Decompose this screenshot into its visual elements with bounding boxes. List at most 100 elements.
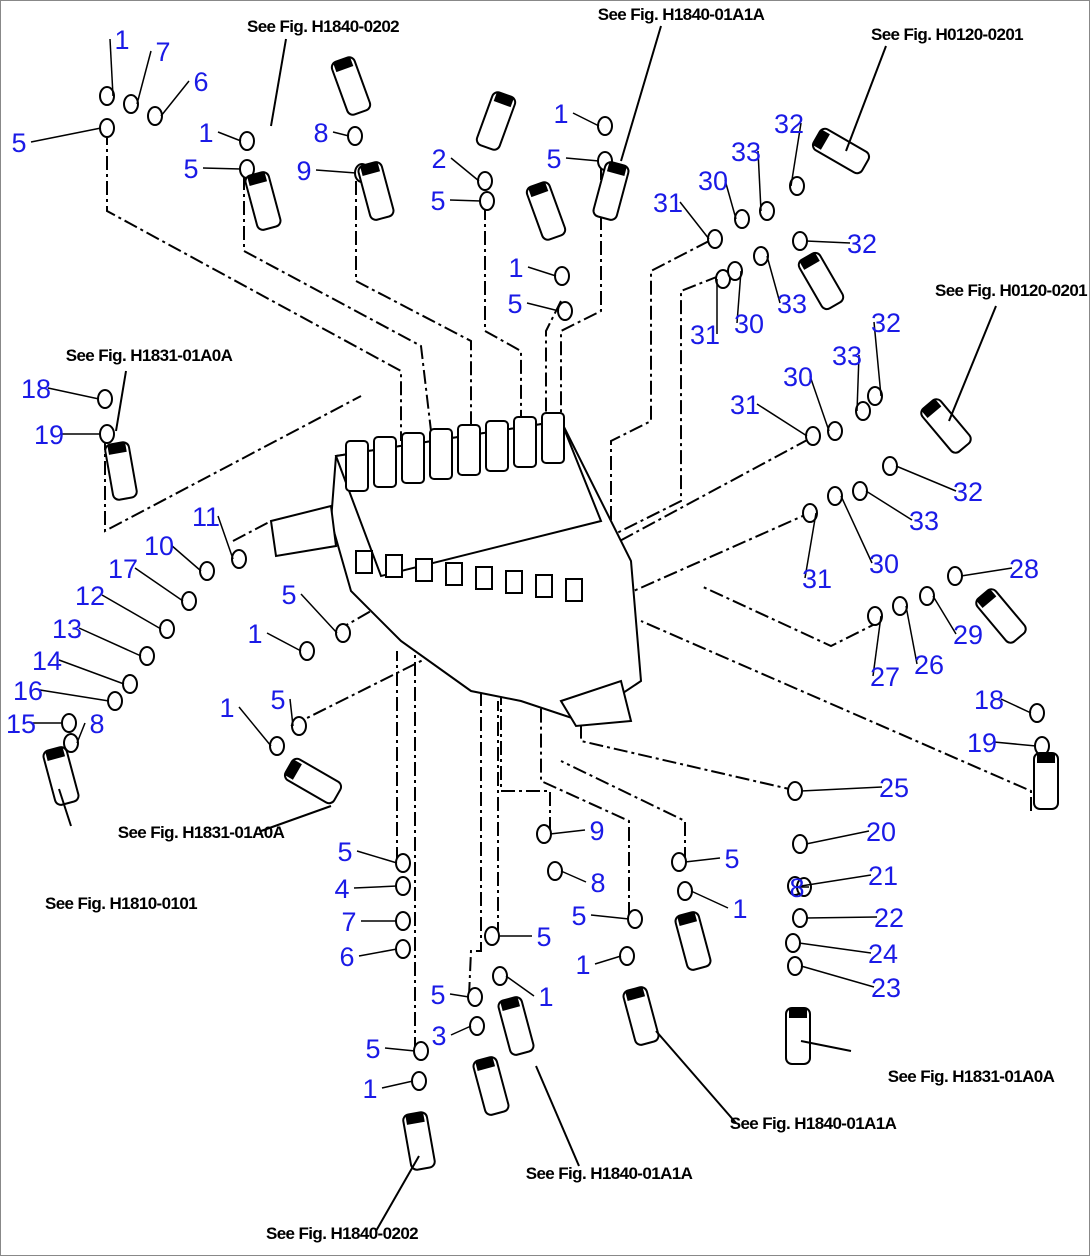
figure-reference-link[interactable]: See Fig. H1840-01A1A <box>526 1164 694 1183</box>
callout-number: 26 <box>914 650 944 680</box>
figure-reference-link[interactable]: See Fig. H1840-0202 <box>247 17 400 36</box>
callout-number: 7 <box>155 37 170 67</box>
leader-line <box>993 741 1037 747</box>
fitting <box>395 939 411 959</box>
leader-line <box>873 321 882 397</box>
figure-reference-link[interactable]: See Fig. H0120-0201 <box>871 25 1024 44</box>
valve-spool-section <box>345 440 369 492</box>
fitting <box>919 586 935 606</box>
fitting <box>792 231 808 251</box>
leader-line <box>1000 698 1032 714</box>
leader-line <box>549 829 586 835</box>
callout-number: 1 <box>575 950 590 980</box>
callout-number: 5 <box>430 186 445 216</box>
fitting <box>792 908 808 928</box>
fitting <box>299 641 315 661</box>
callout-number: 6 <box>193 67 208 97</box>
fitting <box>882 456 898 476</box>
leader-line <box>217 131 242 142</box>
reference-leader <box>655 1030 737 1124</box>
leader-line <box>865 490 913 521</box>
figure-reference-link[interactable]: See Fig. H1831-01A0A <box>66 346 234 365</box>
hose-end <box>525 181 567 241</box>
valve-spool-section <box>401 432 425 484</box>
fitting <box>1029 703 1045 723</box>
hose-end <box>975 588 1027 644</box>
leader-line <box>757 150 762 212</box>
hose-end <box>622 986 660 1046</box>
fitting <box>677 881 693 901</box>
control-valve-block[interactable] <box>269 412 643 728</box>
hose-end <box>674 911 712 971</box>
fitting <box>759 201 775 221</box>
callout-number: 17 <box>108 554 138 584</box>
valve-port <box>565 578 583 602</box>
callout-number: 3 <box>431 1021 446 1051</box>
leader-line <box>560 870 587 883</box>
callout-number: 27 <box>870 662 900 692</box>
leader-line <box>590 914 630 920</box>
leader-line <box>527 266 557 277</box>
fitting <box>619 946 635 966</box>
callout-number: 1 <box>508 253 523 283</box>
leader-line <box>353 885 398 889</box>
hose-end <box>592 161 630 221</box>
hose-end <box>472 1056 510 1116</box>
leader-line <box>332 131 350 137</box>
callout-number: 1 <box>538 982 553 1012</box>
fitting <box>597 116 613 136</box>
figure-reference-link[interactable]: See Fig. H1840-01A1A <box>598 5 766 24</box>
reference-leader <box>800 1040 852 1052</box>
callout-number: 5 <box>507 289 522 319</box>
leader-line <box>800 786 883 792</box>
callout-number: 32 <box>774 109 804 139</box>
leader-line <box>217 515 234 560</box>
leader-line <box>766 255 781 304</box>
leader-line <box>384 1047 416 1052</box>
fitting <box>123 94 139 114</box>
figure-reference-link[interactable]: See Fig. H1831-01A0A <box>888 1067 1056 1086</box>
valve-port <box>355 550 373 574</box>
fitting <box>395 876 411 896</box>
callout-number: 33 <box>909 506 939 536</box>
leader-line <box>30 127 102 143</box>
leader-line <box>805 240 851 244</box>
figure-reference-link[interactable]: See Fig. H1810-0101 <box>45 894 198 913</box>
reference-leader <box>535 1065 580 1167</box>
figure-reference-link[interactable]: See Fig. H1840-01A1A <box>730 1114 898 1133</box>
callout-number: 16 <box>13 676 43 706</box>
valve-port <box>415 558 433 582</box>
fitting <box>97 389 113 409</box>
fitting <box>395 911 411 931</box>
callout-number: 21 <box>868 861 898 891</box>
fitting <box>805 426 821 446</box>
leader-line <box>449 199 482 202</box>
leader-line <box>895 465 957 492</box>
callout-number: 24 <box>868 939 898 969</box>
leader-line <box>932 595 957 635</box>
callout-number: 5 <box>270 685 285 715</box>
fitting <box>99 86 115 106</box>
fitting <box>867 386 883 406</box>
fitting <box>671 852 687 872</box>
figure-reference-link[interactable]: See Fig. H1840-0202 <box>266 1224 419 1243</box>
leader-line <box>47 387 100 400</box>
leader-line <box>170 544 202 572</box>
hose-end <box>42 746 80 806</box>
callout-number: 30 <box>783 362 813 392</box>
figure-reference-link[interactable]: See Fig. H1831-01A0A <box>118 823 286 842</box>
callout-number: 6 <box>339 942 354 972</box>
fitting <box>122 674 138 694</box>
fitting <box>335 623 351 643</box>
fitting <box>892 596 908 616</box>
reference-leader <box>375 1155 420 1232</box>
fitting <box>181 591 197 611</box>
leader-line <box>856 354 860 412</box>
fitting <box>347 126 363 146</box>
figure-reference-link[interactable]: See Fig. H0120-0201 <box>935 281 1088 300</box>
leader-line <box>840 495 873 564</box>
fitting <box>467 987 483 1007</box>
valve-spool-section <box>373 436 397 488</box>
leader-line <box>756 403 808 437</box>
